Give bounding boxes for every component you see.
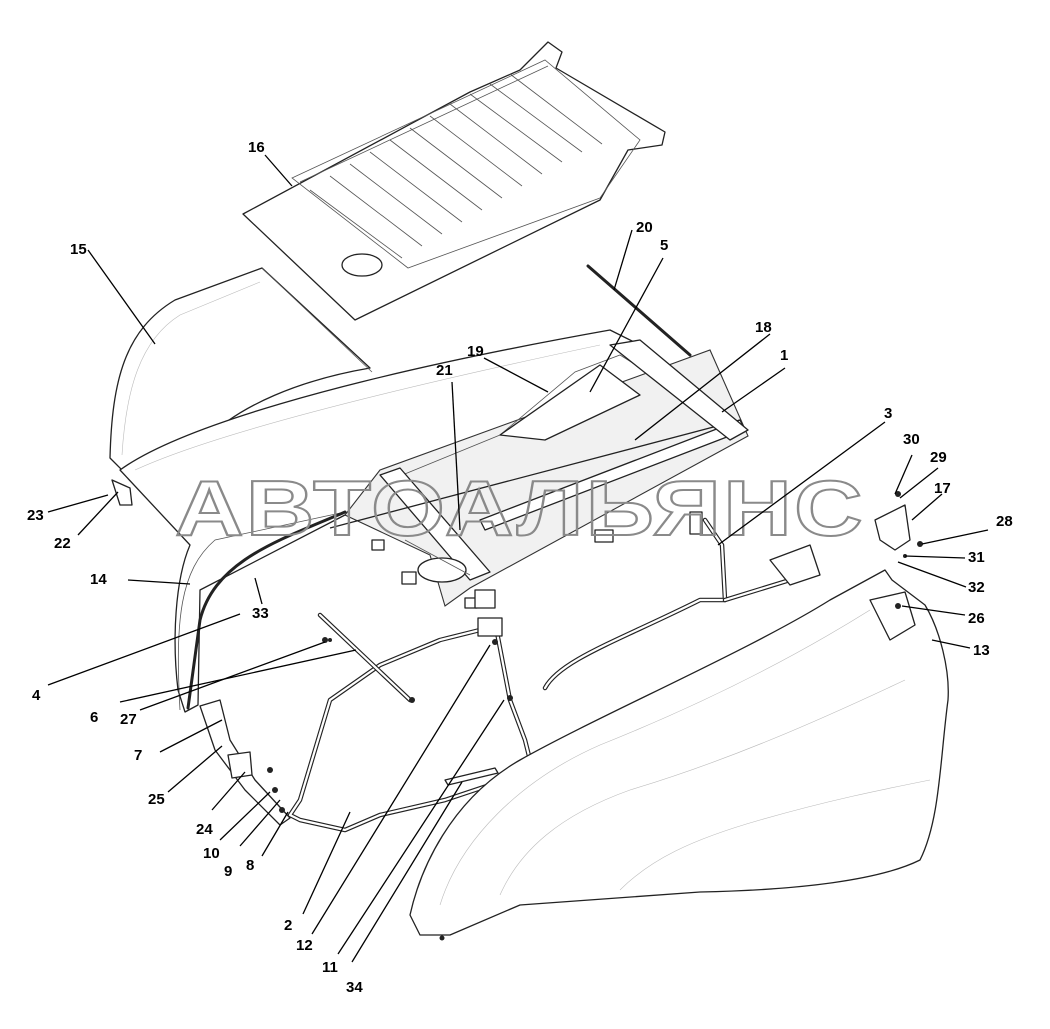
part-17-plate <box>874 504 911 551</box>
callout-7: 7 <box>134 747 142 764</box>
callout-30: 30 <box>903 431 920 448</box>
callout-32: 32 <box>968 579 985 596</box>
callout-27: 27 <box>120 711 137 728</box>
callout-19: 19 <box>467 343 484 360</box>
callout-15: 15 <box>70 241 87 258</box>
callout-23: 23 <box>27 507 44 524</box>
part-16-top-grille-panel <box>242 41 666 321</box>
callout-3: 3 <box>884 405 892 422</box>
callout-11: 11 <box>322 959 338 976</box>
callout-24: 24 <box>196 821 213 838</box>
callout-17: 17 <box>934 480 951 497</box>
callout-1: 1 <box>780 347 788 364</box>
callout-18: 18 <box>755 319 772 336</box>
callout-4: 4 <box>32 687 41 704</box>
callout-6: 6 <box>90 709 98 726</box>
callout-29: 29 <box>930 449 947 466</box>
callout-28: 28 <box>996 513 1013 530</box>
callout-22: 22 <box>54 535 71 552</box>
callout-20: 20 <box>636 219 653 236</box>
callout-21: 21 <box>436 362 453 379</box>
latch-assembly <box>199 699 291 826</box>
part-34-strip <box>444 767 499 786</box>
part-3-arm-rod <box>542 517 821 691</box>
leader-lines <box>47 154 989 963</box>
callout-10: 10 <box>203 845 220 862</box>
callout-16: 16 <box>248 139 265 156</box>
part-22-bracket <box>111 479 133 506</box>
part-2-tubular-frame <box>287 617 533 833</box>
callout-2: 2 <box>284 917 292 934</box>
callout-labels: 1 2 3 4 5 6 7 8 9 10 11 12 13 14 15 16 1… <box>27 139 1013 996</box>
part-6-strut <box>317 612 413 703</box>
callout-31: 31 <box>968 549 985 566</box>
support-frame <box>329 264 749 607</box>
fasteners <box>328 491 923 941</box>
callout-33: 33 <box>252 605 269 622</box>
callout-5: 5 <box>660 237 668 254</box>
callout-34: 34 <box>346 979 363 996</box>
callout-12: 12 <box>296 937 313 954</box>
watermark: АВТОАЛЬЯНС <box>175 464 865 552</box>
callout-25: 25 <box>148 791 165 808</box>
callout-13: 13 <box>973 642 990 659</box>
callout-26: 26 <box>968 610 985 627</box>
callout-8: 8 <box>246 857 254 874</box>
bracket-small-items <box>371 511 703 609</box>
callout-14: 14 <box>90 571 107 588</box>
callout-9: 9 <box>224 863 232 880</box>
part-13-side-shroud <box>409 569 949 936</box>
